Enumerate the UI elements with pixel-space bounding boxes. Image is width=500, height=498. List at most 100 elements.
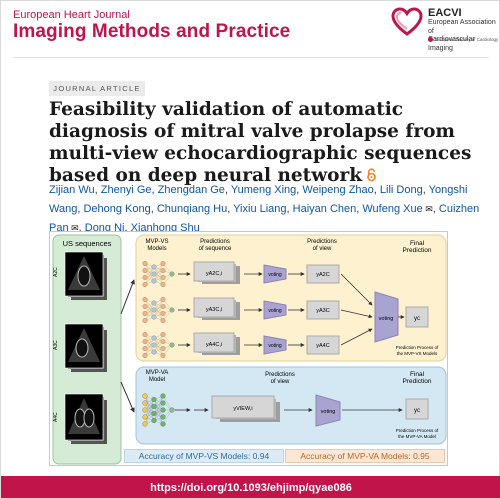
va-view-predictions <box>211 395 275 419</box>
eacvi-line2: Cardiovascular Imaging <box>428 36 475 52</box>
esc-text: European Society of Cardiology <box>435 37 499 42</box>
echo-stack-a4c <box>64 393 107 444</box>
seq-pred-label: yA4C,i <box>206 342 222 348</box>
author-separator: , <box>422 184 429 196</box>
voting-block <box>263 264 287 284</box>
vs-row-3: yA4C,i voting yA4C <box>142 328 373 358</box>
esc-label: European Society of Cardiology <box>428 37 498 42</box>
voting-label: voting <box>268 308 282 314</box>
mvp-vs-panel <box>135 234 447 362</box>
svg-text:the MVP-VS Models: the MVP-VS Models <box>397 351 438 356</box>
eacvi-line1: European Association of <box>428 19 496 35</box>
author-link[interactable]: Zijian Wu <box>49 184 95 196</box>
doi-link[interactable]: https://doi.org/10.1093/ehjimp/qyae086 <box>150 481 352 494</box>
author-link[interactable]: Zhengdan Ge <box>157 184 225 196</box>
email-icon[interactable]: ✉ <box>422 204 433 214</box>
author-separator: , <box>286 203 293 215</box>
svg-text:Predictions: Predictions <box>200 239 230 245</box>
accuracy-vs-label: Accuracy of MVP-VS Models: 0.94 <box>124 449 284 463</box>
svg-text:voting: voting <box>379 316 394 322</box>
author-link[interactable]: Weipeng Zhao <box>302 184 374 196</box>
author-separator: , <box>151 184 158 196</box>
voting-block <box>263 335 287 355</box>
author-link[interactable]: Yixiu Liang <box>233 203 287 215</box>
author-separator: , <box>296 184 303 196</box>
vs-final-output <box>405 306 429 328</box>
svg-text:of view: of view <box>313 246 332 252</box>
final-voting-block <box>374 291 399 343</box>
svg-text:the MVP-VA Model: the MVP-VA Model <box>398 434 436 439</box>
view-label-a3c: A3C <box>53 340 59 350</box>
svg-text:MVP-VA: MVP-VA <box>146 370 169 376</box>
email-icon[interactable]: ✉ <box>68 223 79 233</box>
author-link[interactable]: Yumeng Xing <box>230 184 297 196</box>
author-link[interactable]: Dehong Kong <box>83 203 151 215</box>
svg-text:Prediction Process of: Prediction Process of <box>396 345 439 350</box>
author-separator: , <box>356 203 363 215</box>
voting-label: voting <box>268 272 282 278</box>
svg-text:yVIEW,i: yVIEW,i <box>233 406 252 412</box>
journal-name-small[interactable]: European Heart Journal <box>13 9 130 21</box>
svg-text:Predictions: Predictions <box>265 372 295 378</box>
seq-pred-label: yA2C,i <box>206 271 222 277</box>
eacvi-heart-logo-icon <box>391 7 423 36</box>
svg-text:of sequence: of sequence <box>199 246 232 252</box>
author-separator: , <box>373 184 380 196</box>
article-title-text: Feasibility validation of automatic diag… <box>49 99 472 186</box>
doi-bar: https://doi.org/10.1093/ehjimp/qyae086 <box>1 476 500 498</box>
view-label-a4c: A4C <box>53 412 59 422</box>
svg-text:voting: voting <box>321 409 336 415</box>
svg-text:of view: of view <box>271 379 290 385</box>
view-pred-box <box>306 264 340 284</box>
view-pred-label: yA4C <box>316 343 329 349</box>
svg-text:Prediction: Prediction <box>403 378 432 385</box>
graphical-abstract-figure: US sequences A2C A3C <box>49 231 448 466</box>
va-final-output <box>405 398 429 420</box>
vs-row-1: yA2C,i voting yA2C <box>142 261 373 306</box>
author-list: Zijian Wu, Zhenyi Ge, Zhengdan Ge, Yumen… <box>49 181 489 238</box>
article-title: Feasibility validation of automatic diag… <box>49 99 489 187</box>
view-label-a2c: A2C <box>53 267 59 277</box>
header-divider <box>13 57 489 58</box>
author-link[interactable]: Zhenyi Ge <box>100 184 152 196</box>
author-separator: , <box>224 184 231 196</box>
svg-text:Final: Final <box>410 371 425 378</box>
echo-stack-a2c <box>64 251 107 300</box>
author-link[interactable]: Yongshi Wang <box>49 184 468 215</box>
author-link[interactable]: Haiyan Chen <box>292 203 357 215</box>
figure-diagram: US sequences A2C A3C <box>52 234 447 465</box>
va-voting-block <box>315 394 341 427</box>
author-link[interactable]: Chunqiang Hu <box>156 203 228 215</box>
echo-stack-a3c <box>64 323 107 372</box>
author-separator: , <box>94 184 101 196</box>
author-link[interactable]: Lili Dong <box>379 184 423 196</box>
journal-name[interactable]: Imaging Methods and Practice <box>13 21 291 42</box>
open-access-icon <box>367 168 376 182</box>
article-type-badge: JOURNAL ARTICLE <box>49 81 145 96</box>
svg-text:Models: Models <box>147 246 166 252</box>
svg-text:Prediction: Prediction <box>403 247 432 254</box>
svg-text:Model: Model <box>149 377 165 383</box>
svg-text:Final: Final <box>410 240 425 247</box>
voting-label: voting <box>268 343 282 349</box>
author-separator: , <box>124 222 131 234</box>
va-neural-net-icon <box>142 393 175 427</box>
accuracy-va-label: Accuracy of MVP-VA Models: 0.95 <box>285 449 445 463</box>
view-pred-box <box>306 335 340 355</box>
author-link[interactable]: Wufeng Xue <box>362 203 423 215</box>
author-separator: , <box>77 203 84 215</box>
svg-text:MVP-VS: MVP-VS <box>145 239 168 245</box>
view-pred-label: yA2C <box>316 272 329 278</box>
eacvi-title: EACVI <box>428 7 462 19</box>
eacvi-subtitle: European Association of Cardiovascular I… <box>428 19 500 53</box>
seq-pred-label: yA3C,i <box>206 307 222 313</box>
mvp-va-panel <box>135 366 447 445</box>
esc-logo-icon <box>428 37 433 42</box>
author-separator: , <box>227 203 234 215</box>
view-pred-box <box>306 300 340 320</box>
svg-text:yc: yc <box>414 316 420 322</box>
voting-block <box>263 300 287 320</box>
svg-text:Predictions: Predictions <box>307 239 337 245</box>
